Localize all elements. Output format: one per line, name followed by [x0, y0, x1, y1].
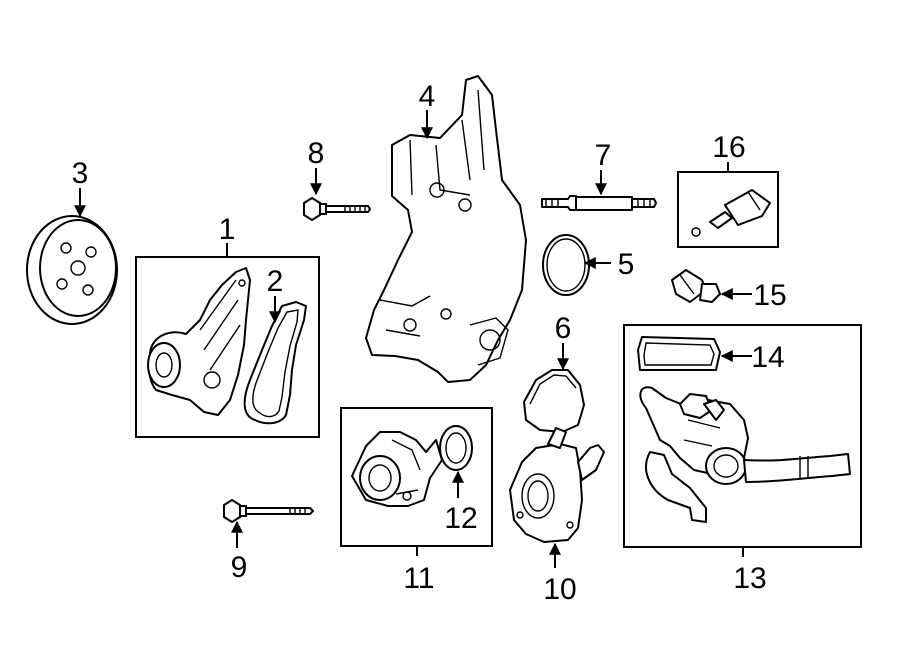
stud-part-7: [541, 195, 657, 211]
thermostat-housing-part-10: [509, 427, 605, 543]
bolt-part-8: [303, 197, 371, 221]
callout-10: 10: [543, 573, 576, 606]
callout-2: 2: [267, 265, 284, 298]
callout-8: 8: [308, 137, 325, 170]
callout-14: 14: [751, 341, 784, 374]
water-outlet-part-11: [351, 431, 443, 507]
callout-12: 12: [444, 502, 477, 535]
pulley-part-3: [26, 215, 118, 325]
callout-4: 4: [419, 80, 436, 113]
coolant-housing-part-13: [639, 386, 851, 523]
cover-part-6: [523, 369, 585, 433]
water-pump-part-1: [147, 267, 251, 416]
gasket-part-14: [637, 336, 721, 371]
callout-11: 11: [403, 562, 434, 595]
gasket-part-12: [439, 425, 473, 471]
plug-part-15: [671, 269, 721, 303]
sensor-part-16: [691, 189, 771, 237]
callout-7: 7: [595, 139, 612, 172]
bracket-part-4: [365, 75, 527, 383]
gasket-part-2: [243, 301, 307, 425]
callout-3: 3: [72, 157, 89, 190]
callout-16: 16: [712, 131, 745, 164]
bolt-part-9: [223, 499, 314, 523]
callout-13: 13: [733, 562, 766, 595]
callout-5: 5: [618, 248, 635, 281]
callout-15: 15: [753, 279, 786, 312]
o-ring-part-5: [542, 234, 590, 296]
callout-1: 1: [219, 213, 236, 246]
callout-9: 9: [231, 551, 248, 584]
callout-6: 6: [555, 312, 572, 345]
